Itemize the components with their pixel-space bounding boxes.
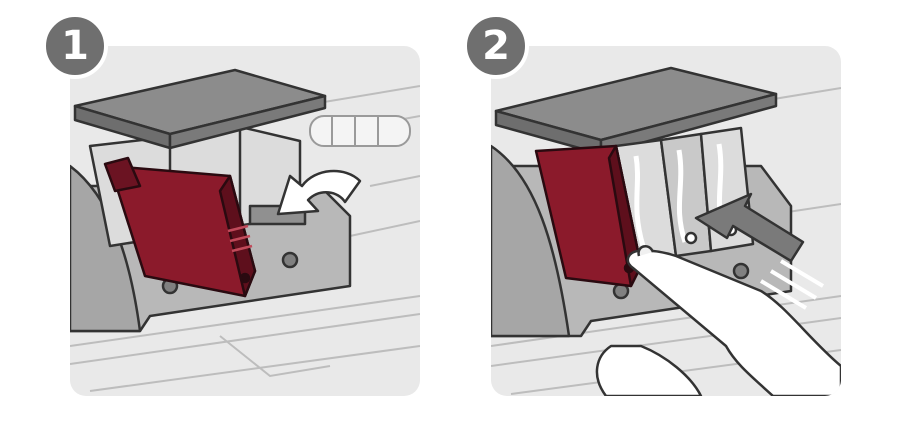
latch-lid: [73, 68, 327, 150]
roller: [309, 115, 411, 147]
push-arrow: [694, 192, 825, 310]
removal-arrow: [276, 169, 362, 216]
step-2-illustration: [491, 66, 841, 396]
step-1-badge: 1: [42, 13, 108, 79]
red-ink-cartridge: [103, 156, 257, 298]
step-2-panel: [491, 46, 841, 396]
latch-lid: [494, 66, 778, 156]
step-1-panel: [70, 46, 420, 396]
step-2-badge: 2: [463, 13, 529, 79]
pressing-hand: [595, 244, 841, 396]
step-1-illustration: [70, 68, 420, 392]
